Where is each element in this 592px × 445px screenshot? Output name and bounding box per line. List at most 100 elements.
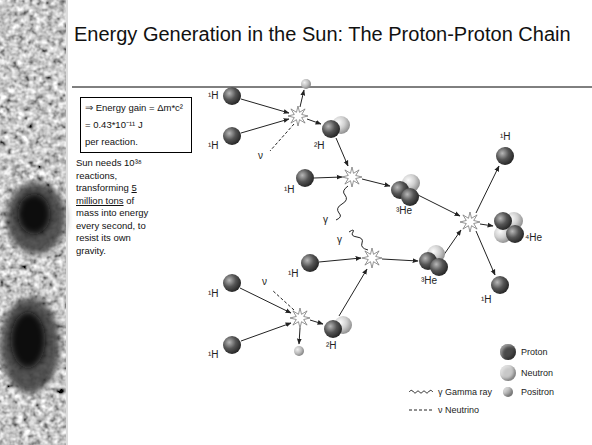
arrow (241, 119, 289, 133)
reaction-flash (362, 248, 382, 268)
arrow (476, 231, 495, 275)
positron (301, 79, 311, 89)
particle-label: ³He (396, 205, 412, 217)
legend-sample (499, 383, 517, 401)
gamma-wave (336, 186, 348, 220)
arrow (480, 224, 493, 226)
proton (296, 169, 314, 187)
legend-text: ν Neutrino (438, 405, 479, 415)
reaction-arrows (240, 90, 499, 344)
legend-text: Positron (521, 387, 554, 397)
proton (322, 120, 340, 138)
arrow (443, 230, 461, 256)
box-text: = 0.43*10⁻¹¹ J (85, 119, 187, 131)
particle-label: ¹H (208, 288, 219, 300)
proton (430, 258, 448, 276)
sun-surface-photo (0, 0, 68, 445)
particles (223, 79, 524, 356)
legend-sample (499, 343, 517, 361)
sunspot-penumbra (0, 297, 60, 393)
particle-label: ⁴He (525, 232, 542, 244)
particle-label: ¹H (481, 294, 492, 306)
arrow (362, 179, 390, 186)
particle-label: ³He (421, 275, 437, 287)
arrow (299, 328, 300, 344)
legend-text: γ Gamma ray (438, 387, 492, 397)
arrow (310, 320, 323, 324)
particle-label: ¹H (288, 268, 299, 280)
proton (223, 127, 241, 145)
arrow (476, 166, 499, 213)
reaction-flash (342, 167, 362, 187)
particle-label: γ (323, 214, 328, 226)
particle-label: γ (337, 234, 342, 246)
particle-label: ν (262, 276, 267, 288)
particle-label: ¹H (208, 90, 219, 102)
proton (301, 254, 319, 272)
sunspot-umbra (11, 312, 45, 368)
gamma-wave (349, 230, 368, 250)
particle-label: ²H (326, 340, 337, 352)
sunspot-penumbra (6, 182, 66, 254)
box-text: ⇒ Energy gain = Δm*c² (85, 102, 187, 114)
reaction-flash (288, 106, 308, 126)
legend-item: Proton (499, 343, 548, 361)
legend-item: ν Neutrino (408, 401, 479, 419)
legend-swatch (500, 344, 516, 360)
legend-line (409, 390, 433, 393)
neutrino-line (272, 290, 294, 310)
arrow (241, 99, 289, 113)
gamma-sample (408, 387, 434, 397)
arrow (241, 323, 291, 341)
particle-label: ²H (314, 140, 325, 152)
arrow (339, 269, 367, 316)
energy-box: ⇒ Energy gain = Δm*c² = 0.43*10⁻¹¹ J per r… (80, 97, 192, 153)
legend-text: Proton (521, 347, 548, 357)
arrow (336, 138, 348, 166)
legend-swatch (500, 365, 516, 381)
granulation (0, 0, 66, 445)
neutrino-line (270, 124, 294, 151)
legend-sample (408, 401, 434, 419)
proton (496, 147, 514, 165)
legend-item: Positron (499, 383, 554, 401)
strip-edge (66, 0, 68, 445)
reaction-flash (460, 212, 480, 232)
particle-label: ¹H (284, 184, 295, 196)
arrow (314, 177, 342, 178)
title-rule (72, 87, 592, 88)
reaction-flash (290, 308, 310, 328)
legend-line (409, 410, 433, 411)
arrow (319, 258, 361, 262)
reaction-flashes (288, 106, 480, 328)
legend-swatch (503, 387, 513, 397)
particle-label: ¹H (208, 140, 219, 152)
proton (324, 320, 342, 338)
sunspot-umbra (18, 194, 50, 234)
proton (491, 276, 509, 294)
proton (223, 336, 241, 354)
arrow (382, 259, 418, 261)
arrow (300, 90, 304, 107)
legend-sample (408, 383, 434, 401)
proton (223, 87, 241, 105)
box-text: per reaction. (85, 136, 187, 148)
note-paragraph: Sun needs 10³⁸ reactions, transforming 5… (76, 157, 156, 257)
particle-label: ν (258, 150, 263, 162)
arrow (418, 195, 460, 216)
proton (506, 225, 524, 243)
box-content: ⇒ Energy gain = Δm*c² = 0.43*10⁻¹¹ J per r… (85, 102, 187, 148)
arrow (307, 119, 321, 124)
legend-sample (499, 364, 517, 382)
proton (401, 188, 419, 206)
particle-label: ¹H (208, 349, 219, 361)
legend-item: Neutron (499, 364, 553, 382)
legend-item: γ Gamma ray (408, 383, 492, 401)
arrow (240, 288, 291, 313)
neutrino-sample (408, 405, 434, 415)
slide-title: Energy Generation in the Sun: The Proton… (74, 22, 574, 46)
particle-label: ¹H (500, 131, 511, 143)
proton (223, 274, 241, 292)
